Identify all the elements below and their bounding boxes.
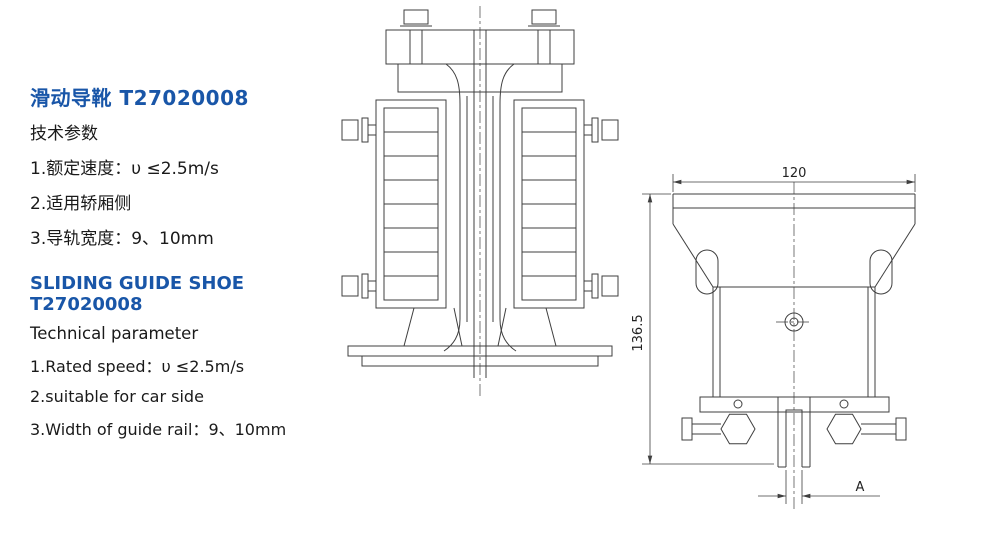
spec-cn-rail-width: 3.导轨宽度：9、10mm bbox=[30, 229, 214, 249]
spec-en-car-side: 2.suitable for car side bbox=[30, 387, 204, 406]
spec-en-rail-width: 3.Width of guide rail：9、10mm bbox=[30, 420, 287, 439]
side-view-drawing: 120 136.5 A bbox=[631, 166, 916, 512]
spec-cn-rated-speed: 1.额定速度：υ ≤2.5m/s bbox=[30, 159, 219, 179]
spec-en-rated-speed: 1.Rated speed：υ ≤2.5m/s bbox=[30, 357, 245, 376]
product-title-en: SLIDING GUIDE SHOE T27020008 bbox=[30, 273, 245, 315]
tech-params-heading-cn: 技术参数 bbox=[30, 124, 98, 144]
front-view-drawing bbox=[341, 6, 619, 396]
product-info-en: SLIDING GUIDE SHOE T27020008 Technical p… bbox=[30, 273, 340, 440]
dim-height-label: 136.5 bbox=[631, 314, 646, 351]
side-view-dimension-lines bbox=[642, 174, 916, 504]
dim-rail-width-label: A bbox=[856, 480, 865, 495]
dim-width-label: 120 bbox=[782, 166, 807, 181]
side-view-geometry bbox=[672, 182, 916, 512]
product-title-cn: 滑动导靴 T27020008 bbox=[30, 86, 249, 110]
tech-params-heading-en: Technical parameter bbox=[30, 324, 199, 343]
product-info: 滑动导靴 T27020008 技术参数 1.额定速度：υ ≤2.5m/s 2.适… bbox=[30, 82, 340, 450]
front-view-geometry bbox=[341, 6, 619, 396]
spec-cn-car-side: 2.适用轿厢侧 bbox=[30, 194, 132, 214]
